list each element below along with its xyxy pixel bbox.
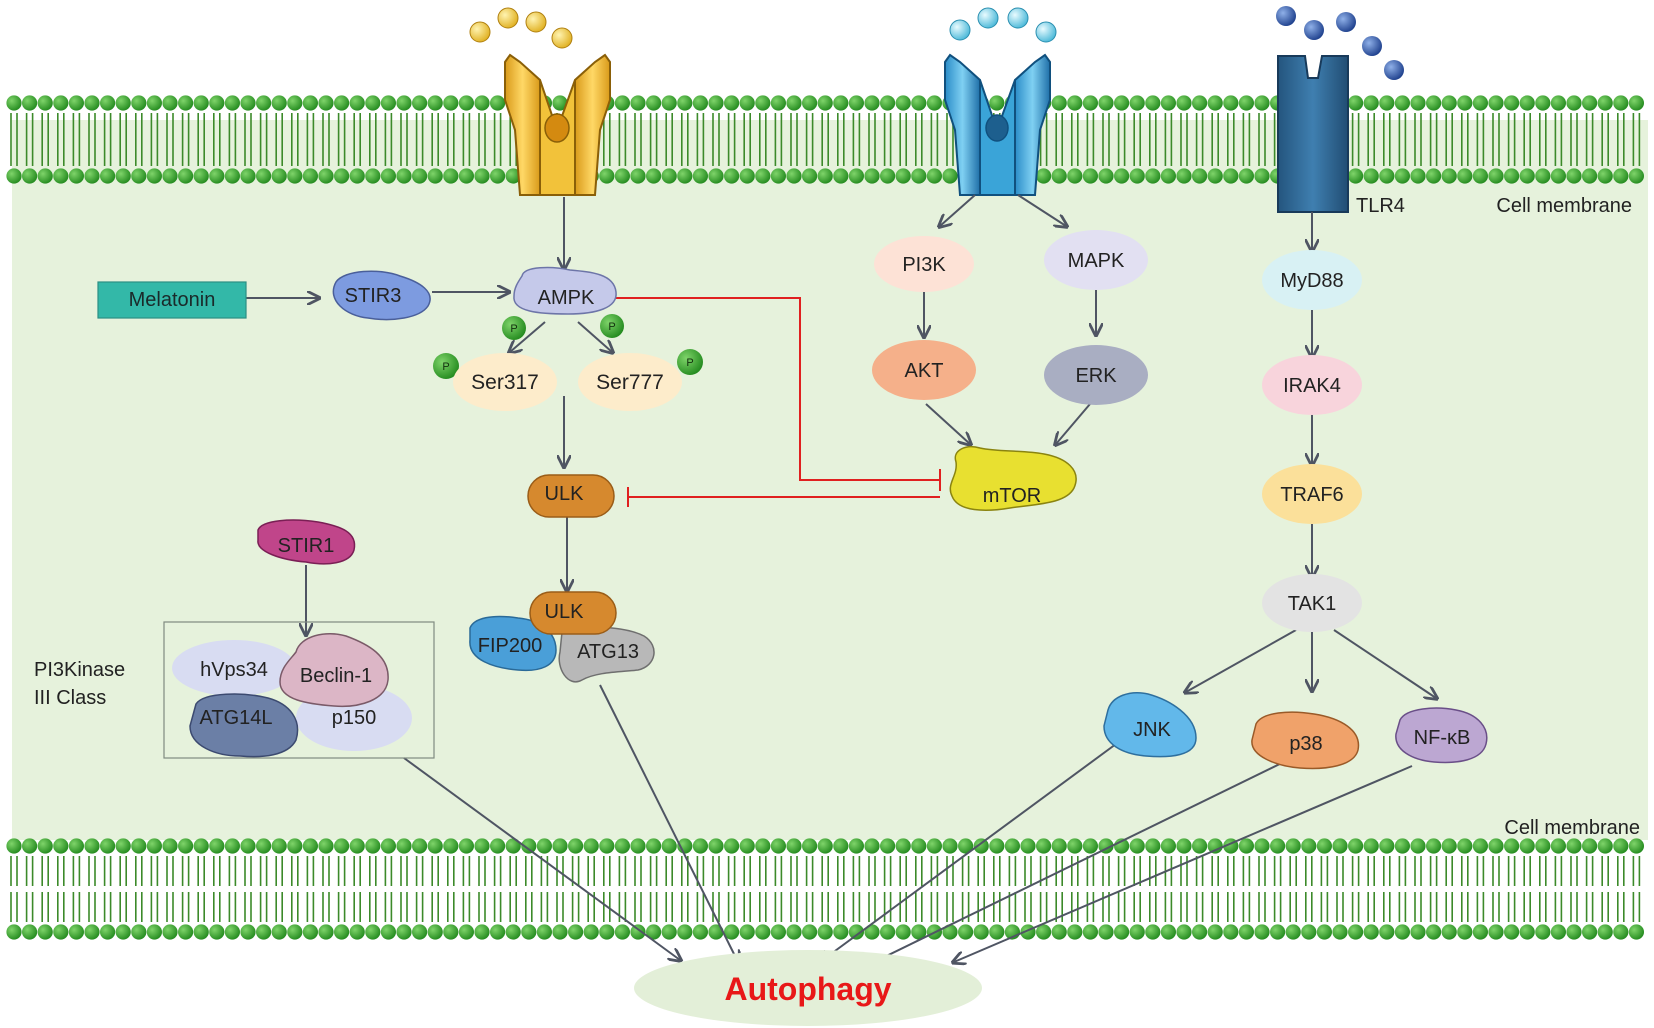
phospho-icon: P <box>502 316 526 340</box>
pi3kinase-complex: hVps34 Beclin-1 ATG14L p150 <box>172 633 412 758</box>
pi3kinase-label-line2: III Class <box>34 687 106 709</box>
arrow-pi3kc3-autophagy <box>403 757 680 960</box>
melatonin-label: Melatonin <box>129 289 216 311</box>
erk-node: ERK <box>1044 345 1148 405</box>
yellow-ligands <box>469 7 573 49</box>
cell-membrane-bottom-label: Cell membrane <box>1504 817 1640 839</box>
phospho-markers: P P P P <box>433 314 703 379</box>
nfkb-node: NF-κB <box>1395 707 1488 764</box>
inhibit-ampk-mtor <box>616 297 940 481</box>
melatonin-node: Melatonin <box>97 281 247 319</box>
mapk-node: MAPK <box>1044 230 1148 290</box>
hvps34-label: hVps34 <box>200 659 268 681</box>
arrow-ampk-ser777 <box>577 321 612 352</box>
stir3-label: STIR3 <box>345 285 402 307</box>
ser777-label: Ser777 <box>596 371 664 394</box>
traf6-label: TRAF6 <box>1280 484 1343 506</box>
irak4-node: IRAK4 <box>1262 355 1362 415</box>
arrow-ulk-complex-autophagy <box>599 684 738 962</box>
atg13-label: ATG13 <box>577 641 639 663</box>
atg14l-label: ATG14L <box>200 707 273 729</box>
ser317-label: Ser317 <box>471 371 539 394</box>
fip200-label: FIP200 <box>478 635 542 657</box>
phospho-label: P <box>442 361 449 373</box>
ulk-complex-shape <box>529 591 617 635</box>
nfkb-label: NF-κB <box>1414 727 1471 749</box>
arrows <box>246 194 1436 966</box>
beclin1-label: Beclin-1 <box>300 665 372 687</box>
autophagy-node: Autophagy <box>634 950 982 1026</box>
ser777-node: Ser777 <box>578 353 682 411</box>
phospho-icon: P <box>600 314 624 338</box>
akt-node: AKT <box>872 340 976 400</box>
phospho-label: P <box>686 357 693 369</box>
beclin1-shape <box>279 633 389 708</box>
arrow-jnk-autophagy <box>820 743 1117 962</box>
tak1-node: TAK1 <box>1262 574 1362 632</box>
arrow-receptor-pi3k <box>940 194 976 226</box>
arrow-nfkb-autophagy <box>954 765 1413 962</box>
arrow-ampk-ser317 <box>510 321 546 352</box>
ser317-node: Ser317 <box>453 353 557 411</box>
phospho-icon: P <box>433 353 459 379</box>
atg13-shape <box>558 626 655 683</box>
arrow-akt-mtor <box>925 403 970 444</box>
traf6-node: TRAF6 <box>1262 464 1362 524</box>
p38-node: p38 <box>1251 711 1360 770</box>
ulk-node: ULK <box>527 474 615 518</box>
arrow-tak1-nfkb <box>1333 629 1436 698</box>
fip200-shape <box>469 615 557 672</box>
blue-ligands <box>1276 6 1404 80</box>
mapk-label: MAPK <box>1068 250 1125 272</box>
myd88-label: MyD88 <box>1280 270 1343 292</box>
tak1-label: TAK1 <box>1288 593 1337 615</box>
p38-label: p38 <box>1289 733 1322 755</box>
ulk-complex-label: ULK <box>545 601 585 623</box>
hvps34-shape <box>172 640 296 696</box>
erk-label: ERK <box>1075 365 1117 387</box>
ulk-label: ULK <box>545 483 585 505</box>
receptor-tyrosine-kinase-icon <box>944 53 1051 196</box>
akt-label: AKT <box>905 360 944 382</box>
phospho-label: P <box>510 323 517 335</box>
arrow-p38-autophagy <box>866 757 1293 966</box>
pi3k-node: PI3K <box>874 236 974 292</box>
tlr4-label: TLR4 <box>1356 195 1405 217</box>
jnk-node: JNK <box>1103 692 1197 758</box>
atg14l-shape <box>189 693 299 758</box>
cell-membrane-top-label: Cell membrane <box>1496 195 1632 217</box>
phospho-label: P <box>608 321 615 333</box>
ampk-label: AMPK <box>538 287 595 309</box>
arrow-erk-mtor <box>1056 403 1091 444</box>
phospho-icon: P <box>677 349 703 375</box>
stir3-node: STIR3 <box>332 270 431 321</box>
pi3kinase-complex-box <box>163 621 435 759</box>
stir1-node: STIR1 <box>257 519 356 565</box>
cyan-ligands <box>949 7 1057 43</box>
autophagy-label: Autophagy <box>724 971 891 1007</box>
pi3kinase-label-line1: PI3Kinase <box>34 659 125 681</box>
pi3k-label: PI3K <box>902 254 946 276</box>
ulk-complex: ULK FIP200 ATG13 <box>469 591 655 683</box>
arrow-tak1-jnk <box>1186 629 1297 692</box>
mtor-label: mTOR <box>983 485 1042 507</box>
irak4-label: IRAK4 <box>1283 375 1341 397</box>
arrow-receptor-mapk <box>1017 194 1066 226</box>
cell-membrane-bottom <box>6 838 1644 940</box>
stir1-label: STIR1 <box>278 535 335 557</box>
myd88-node: MyD88 <box>1262 250 1362 310</box>
mtor-node: mTOR <box>949 446 1077 511</box>
melatonin-receptor-icon <box>504 53 611 196</box>
jnk-label: JNK <box>1133 719 1171 741</box>
ampk-node: AMPK <box>513 266 617 315</box>
inhibition-lines <box>616 297 941 507</box>
tlr4-receptor-icon <box>1277 55 1349 213</box>
p150-label: p150 <box>332 707 377 729</box>
